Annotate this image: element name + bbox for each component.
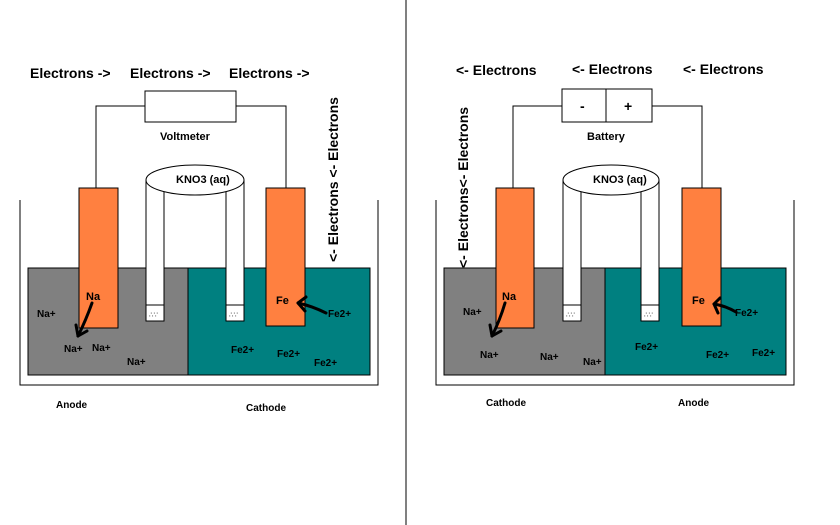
svg-text:∴∵: ∴∵ <box>644 311 653 319</box>
oxidation-arrow <box>74 301 94 338</box>
right-role-label: Anode <box>678 398 710 409</box>
svg-text:∴∵: ∴∵ <box>229 311 238 319</box>
left-ion-3: Na+ <box>92 343 111 354</box>
left-ion-2: Na+ <box>64 344 83 355</box>
electron-flow-3: Electrons -> <box>229 65 310 81</box>
galvanic-cell: ∴∵ ∴∵ KNO3 (aq) Voltmeter Na Fe Electron… <box>19 65 379 414</box>
left-role-label: Anode <box>56 400 88 411</box>
left-role-label: Cathode <box>486 398 526 409</box>
left-ion-4: Na+ <box>583 357 602 368</box>
right-reaction-arrow <box>712 296 738 315</box>
right-ion-1: Fe2+ <box>735 308 758 319</box>
voltmeter-label: Voltmeter <box>160 131 211 143</box>
left-ion-4: Na+ <box>127 357 146 368</box>
left-wire <box>95 105 145 188</box>
battery <box>561 88 653 123</box>
right-ion-2: Fe2+ <box>635 342 658 353</box>
left-electrode <box>78 187 119 329</box>
battery-label: Battery <box>587 131 626 143</box>
right-ion-3: Fe2+ <box>277 349 300 360</box>
right-ion-4: Fe2+ <box>752 348 775 359</box>
left-ion-1: Na+ <box>37 309 56 320</box>
salt-bridge: ∴∵ ∴∵ <box>145 164 245 322</box>
svg-text:∴∵: ∴∵ <box>149 311 158 319</box>
left-ion-3: Na+ <box>540 352 559 363</box>
left-electrode-label: Na <box>86 291 101 303</box>
right-role-label: Cathode <box>246 403 286 414</box>
voltmeter <box>144 90 237 123</box>
electron-flow-1: <- Electrons <box>456 62 537 78</box>
left-wire <box>512 105 562 188</box>
right-wire <box>652 105 703 188</box>
electrolytic-cell: ∴∵ ∴∵ KNO3 (aq) - + Battery Na Fe <- Ele… <box>435 61 795 409</box>
salt-bridge: ∴∵ ∴∵ <box>562 164 660 322</box>
electron-flow-2: <- Electrons <box>572 61 653 77</box>
salt-bridge-label: KNO3 (aq) <box>593 174 647 186</box>
left-ion-1: Na+ <box>463 307 482 318</box>
left-ion-2: Na+ <box>480 350 499 361</box>
electron-flow-3: <- Electrons <box>683 61 764 77</box>
right-ion-1: Fe2+ <box>328 309 351 320</box>
side-electron-flow: <- Electrons <- Electrons <box>325 97 341 262</box>
right-electrode-label: Fe <box>692 295 705 307</box>
right-ion-3: Fe2+ <box>706 350 729 361</box>
left-electrode-label: Na <box>502 291 517 303</box>
reduction-arrow <box>296 295 328 315</box>
left-electrode <box>495 187 535 329</box>
battery-minus: - <box>580 98 585 114</box>
svg-text:∴∵: ∴∵ <box>566 311 575 319</box>
beaker <box>19 200 379 386</box>
electron-flow-2: Electrons -> <box>130 65 211 81</box>
beaker <box>435 200 795 386</box>
salt-bridge-label: KNO3 (aq) <box>176 174 230 186</box>
right-ion-2: Fe2+ <box>231 345 254 356</box>
electron-flow-1: Electrons -> <box>30 65 111 81</box>
side-electron-flow: <- Electrons<- Electrons <box>455 107 471 268</box>
right-wire <box>236 105 287 188</box>
right-ion-4: Fe2+ <box>314 358 337 369</box>
battery-plus: + <box>624 98 632 114</box>
right-electrode-label: Fe <box>276 295 289 307</box>
left-reaction-arrow <box>488 301 507 338</box>
